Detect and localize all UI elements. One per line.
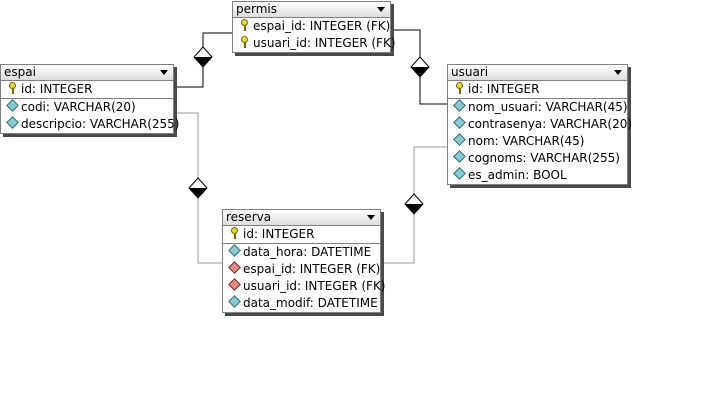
column-label: descripcio: VARCHAR(255)	[21, 117, 180, 131]
entity-header[interactable]: espai	[1, 65, 173, 81]
column-diamond-icon	[452, 116, 466, 133]
column-row[interactable]: codi: VARCHAR(20)	[1, 99, 173, 116]
column-row[interactable]: data_hora: DATETIME	[223, 244, 380, 261]
entity-header[interactable]: usuari	[448, 65, 627, 81]
column-label: usuari_id: INTEGER (FK)	[243, 279, 386, 293]
column-diamond-icon	[452, 99, 466, 116]
column-diamond-icon	[452, 133, 466, 150]
column-diamond-icon	[227, 244, 241, 261]
column-row[interactable]: espai_id: INTEGER (FK)	[233, 18, 390, 35]
column-row[interactable]: cognoms: VARCHAR(255)	[448, 150, 627, 167]
column-diamond-icon	[5, 116, 19, 133]
column-label: es_admin: BOOL	[468, 168, 567, 182]
entity-header[interactable]: permis	[233, 2, 390, 18]
entity-usuari[interactable]: usuari id: INTEGER nom_usuari: VARCHAR(45…	[447, 64, 632, 185]
column-diamond-icon	[452, 150, 466, 167]
column-diamond-icon	[227, 295, 241, 312]
key-icon	[237, 35, 251, 52]
chevron-down-icon[interactable]	[614, 70, 622, 75]
column-label: espai_id: INTEGER (FK)	[253, 19, 391, 33]
column-row[interactable]: nom_usuari: VARCHAR(45)	[448, 99, 628, 116]
entity-espai[interactable]: espai id: INTEGER codi: VARCHAR(20) descri…	[0, 64, 179, 134]
entity-title: espai	[4, 65, 36, 79]
column-label: id: INTEGER	[21, 82, 93, 96]
column-label: nom: VARCHAR(45)	[468, 134, 585, 148]
relation-diamond-half	[189, 188, 207, 198]
key-icon	[5, 81, 19, 98]
column-label: espai_id: INTEGER (FK)	[243, 262, 381, 276]
entity-title: reserva	[226, 210, 272, 224]
column-label: data_hora: DATETIME	[243, 245, 372, 259]
relation-diamond-half	[194, 57, 212, 67]
column-label: id: INTEGER	[243, 227, 315, 241]
column-diamond-icon	[452, 167, 466, 184]
entity-permis[interactable]: permis espai_id: INTEGER (FK) usuari_id: …	[232, 1, 396, 53]
chevron-down-icon[interactable]	[367, 215, 375, 220]
column-label: cognoms: VARCHAR(255)	[468, 151, 620, 165]
column-label: data_modif: DATETIME	[243, 296, 378, 310]
column-row[interactable]: espai_id: INTEGER (FK)	[223, 261, 380, 278]
entity-reserva[interactable]: reserva id: INTEGER data_hora: DATETIME es…	[222, 209, 386, 313]
relation-diamond-half	[411, 67, 429, 77]
column-label: codi: VARCHAR(20)	[21, 100, 136, 114]
relation-diamond-half	[405, 204, 423, 214]
column-row[interactable]: contrasenya: VARCHAR(20)	[448, 116, 632, 133]
column-label: usuari_id: INTEGER (FK)	[253, 36, 396, 50]
column-label: contrasenya: VARCHAR(20)	[468, 117, 633, 131]
column-row[interactable]: nom: VARCHAR(45)	[448, 133, 627, 150]
column-label: nom_usuari: VARCHAR(45)	[468, 100, 628, 114]
entity-title: usuari	[451, 65, 489, 79]
fk-diamond-icon	[227, 261, 241, 278]
column-label: id: INTEGER	[468, 82, 540, 96]
entity-header[interactable]: reserva	[223, 210, 380, 226]
column-diamond-icon	[5, 99, 19, 116]
column-row[interactable]: es_admin: BOOL	[448, 167, 627, 184]
column-row[interactable]: usuari_id: INTEGER (FK)	[223, 278, 386, 295]
key-icon	[237, 18, 251, 35]
primary-key-row[interactable]: id: INTEGER	[1, 81, 173, 99]
column-row[interactable]: data_modif: DATETIME	[223, 295, 380, 312]
column-row[interactable]: descripcio: VARCHAR(255)	[1, 116, 179, 133]
entity-title: permis	[236, 2, 277, 16]
key-icon	[452, 81, 466, 98]
fk-diamond-icon	[227, 278, 241, 295]
primary-key-row[interactable]: id: INTEGER	[223, 226, 380, 244]
key-icon	[227, 226, 241, 243]
column-row[interactable]: usuari_id: INTEGER (FK)	[233, 35, 396, 52]
primary-key-row[interactable]: id: INTEGER	[448, 81, 627, 99]
chevron-down-icon[interactable]	[160, 70, 168, 75]
chevron-down-icon[interactable]	[377, 7, 385, 12]
